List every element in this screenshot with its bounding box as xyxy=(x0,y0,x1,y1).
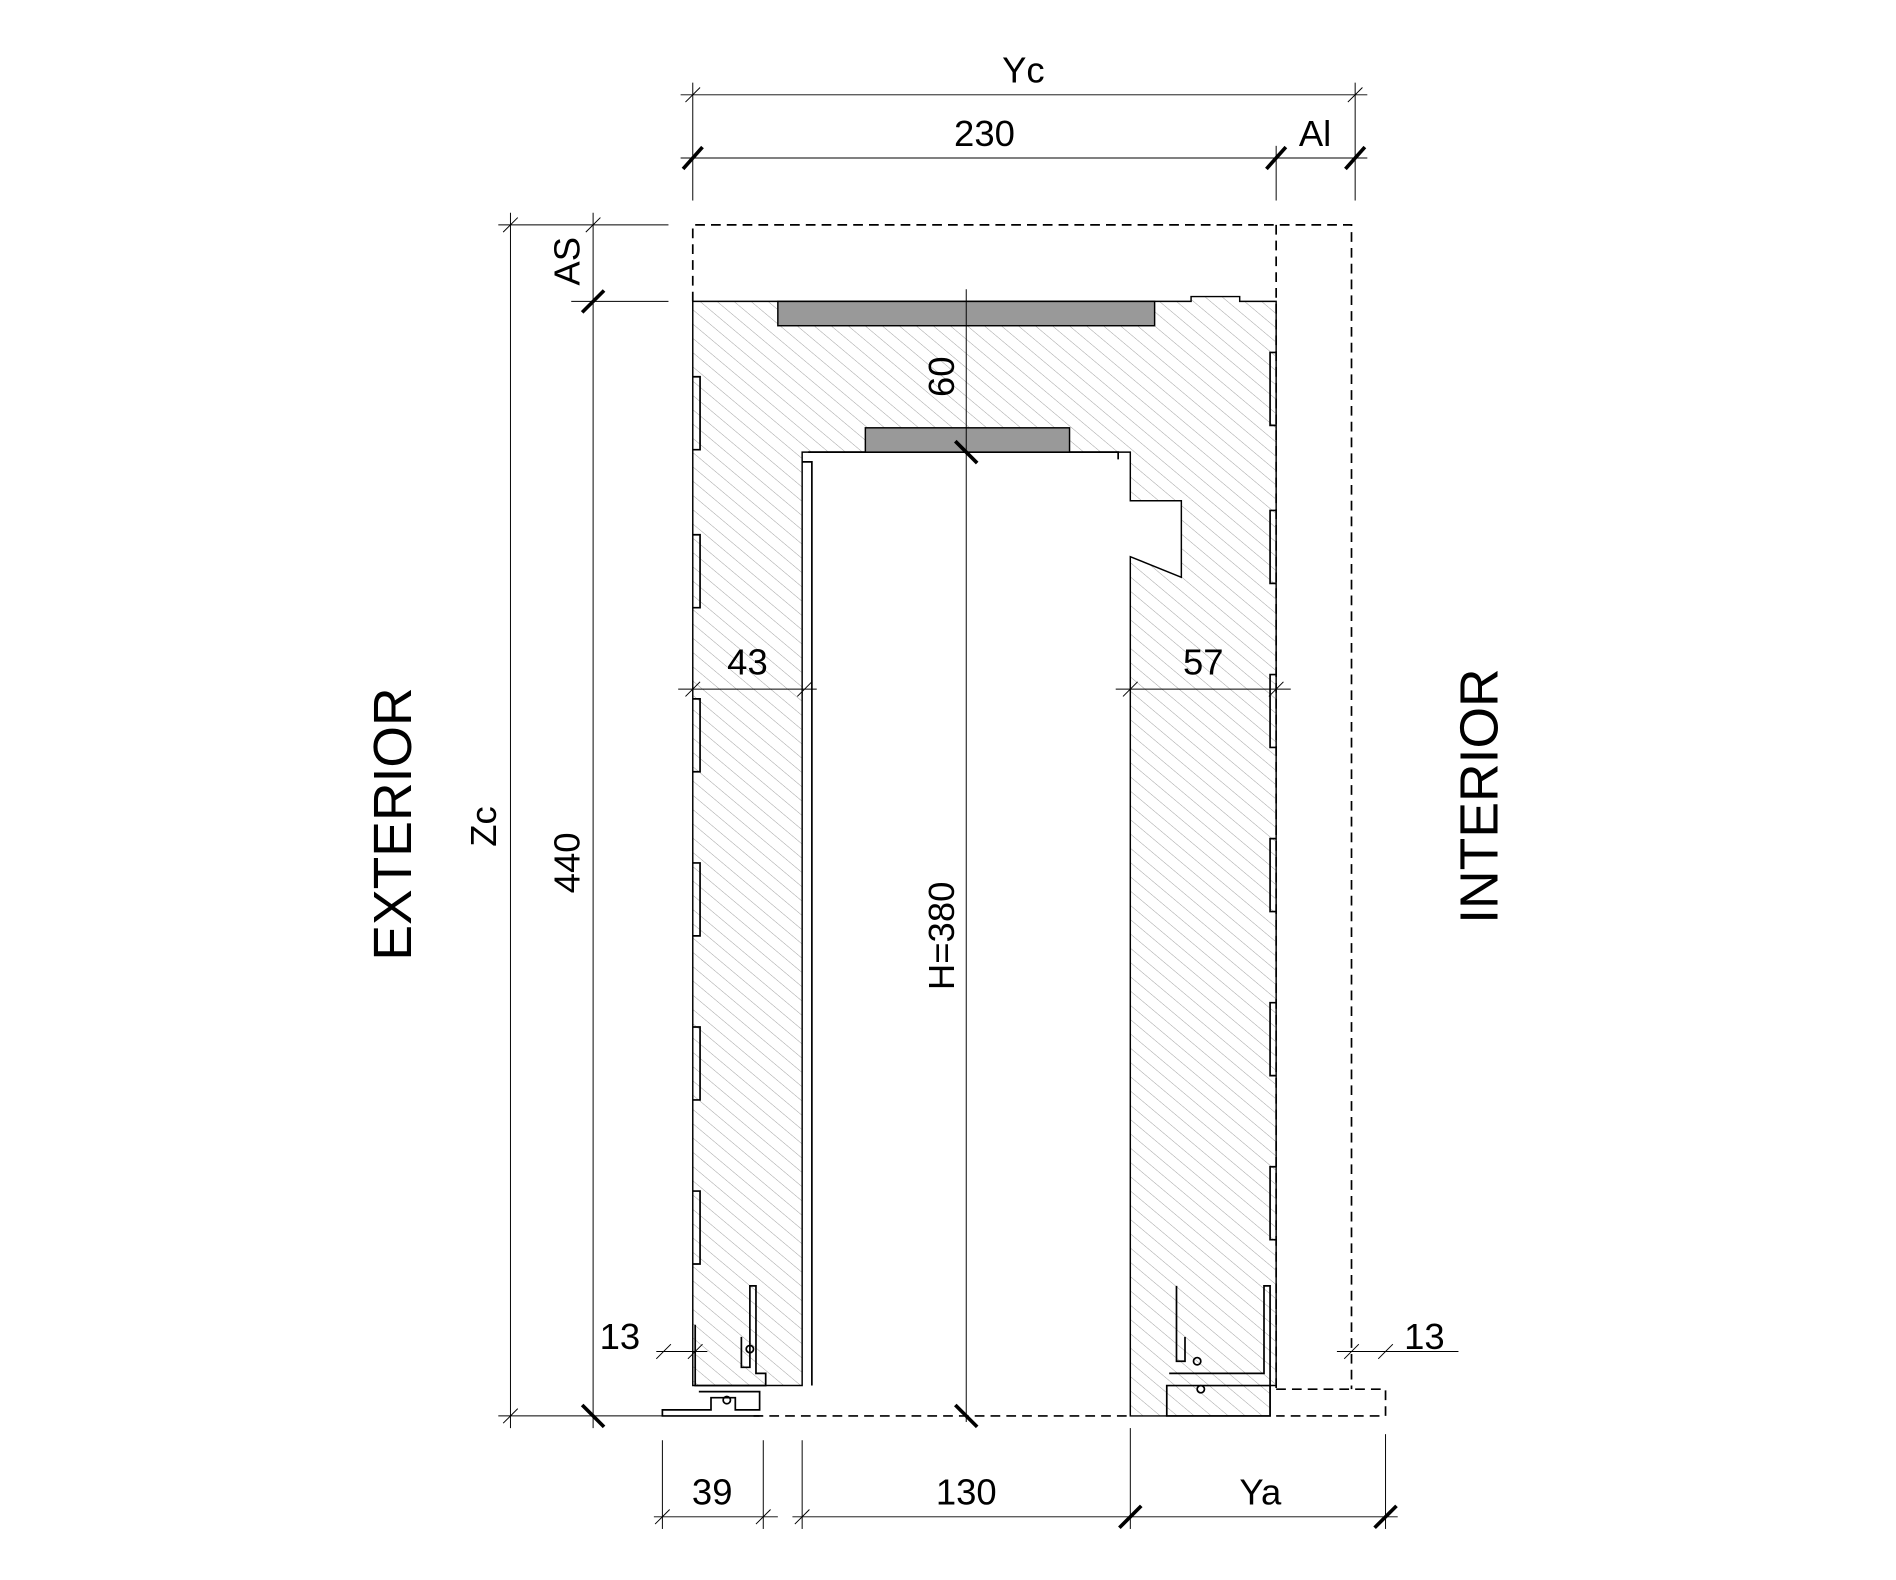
left-guide-profile xyxy=(661,1285,767,1417)
dimension-ya-label: Ya xyxy=(1239,1472,1282,1513)
dimension-230-al: 230 Al xyxy=(680,113,1368,201)
dimension-43-label: 43 xyxy=(727,642,768,683)
dimension-bottom: 39 130 Ya xyxy=(653,1428,1398,1530)
serrated-edges xyxy=(692,351,1277,1386)
dimension-yc-label: Yc xyxy=(1002,50,1045,91)
interior-label: INTERIOR xyxy=(1450,668,1509,923)
dimension-60-label: 60 xyxy=(921,356,962,397)
dimension-h380-label: H=380 xyxy=(921,882,962,990)
dimension-39-label: 39 xyxy=(692,1472,733,1513)
dimension-130-label: 130 xyxy=(936,1472,997,1513)
dimension-13-left-label: 13 xyxy=(600,1316,641,1357)
inner-insulation-bar xyxy=(864,427,1071,453)
box-body xyxy=(692,295,1277,1417)
dimension-440-label: 440 xyxy=(547,833,588,894)
dimension-57-label: 57 xyxy=(1183,642,1224,683)
right-guide-profile xyxy=(1165,1285,1271,1417)
dimension-zc-label: Zc xyxy=(463,806,504,847)
dimension-as-label: AS xyxy=(547,237,588,286)
exterior-label: EXTERIOR xyxy=(364,687,423,960)
dimension-center: 60 H=380 xyxy=(921,289,979,1429)
dimension-230-label: 230 xyxy=(954,113,1015,154)
dimension-13-right-label: 13 xyxy=(1404,1316,1445,1357)
dimension-walls: 43 57 xyxy=(678,642,1291,697)
dimension-left: Zc 440 AS xyxy=(463,212,669,1429)
dimension-al-label: Al xyxy=(1299,113,1331,154)
dimension-13: 13 13 xyxy=(600,1316,1459,1360)
dimension-yc: Yc xyxy=(680,50,1368,201)
